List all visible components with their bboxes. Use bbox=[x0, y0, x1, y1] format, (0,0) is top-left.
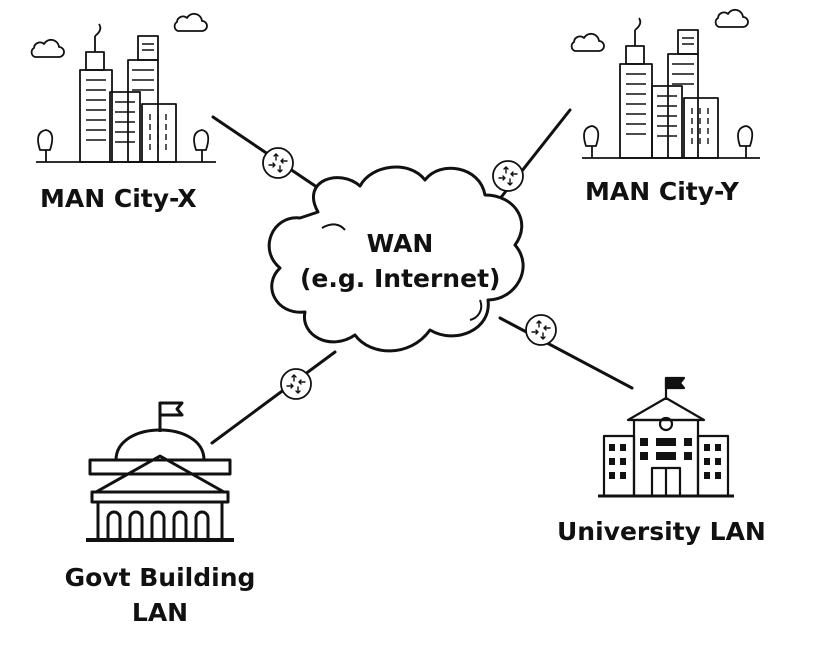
wan-label-line2: (e.g. Internet) bbox=[300, 264, 501, 294]
city-skyline-icon bbox=[30, 12, 216, 163]
wan-label: WAN (e.g. Internet) bbox=[300, 228, 500, 295]
router-icon bbox=[280, 368, 312, 400]
wan-label-line1: WAN bbox=[366, 229, 434, 258]
link-govt bbox=[210, 350, 337, 445]
node-label-university: University LAN bbox=[557, 517, 766, 546]
router-icon bbox=[525, 314, 557, 346]
city-skyline-icon bbox=[570, 8, 760, 159]
node-label-govt: Govt Building LAN bbox=[40, 562, 280, 629]
wan-cloud bbox=[267, 165, 525, 353]
university-building-icon bbox=[598, 376, 734, 498]
node-label-city-x: MAN City-X bbox=[40, 184, 197, 213]
router-icon bbox=[492, 160, 524, 192]
link-university bbox=[498, 316, 634, 390]
govt-label-line2: LAN bbox=[131, 598, 189, 628]
node-label-city-y: MAN City-Y bbox=[585, 177, 739, 206]
router-icon bbox=[262, 147, 294, 179]
government-building-icon bbox=[86, 401, 234, 542]
govt-label-line1: Govt Building bbox=[64, 563, 256, 592]
